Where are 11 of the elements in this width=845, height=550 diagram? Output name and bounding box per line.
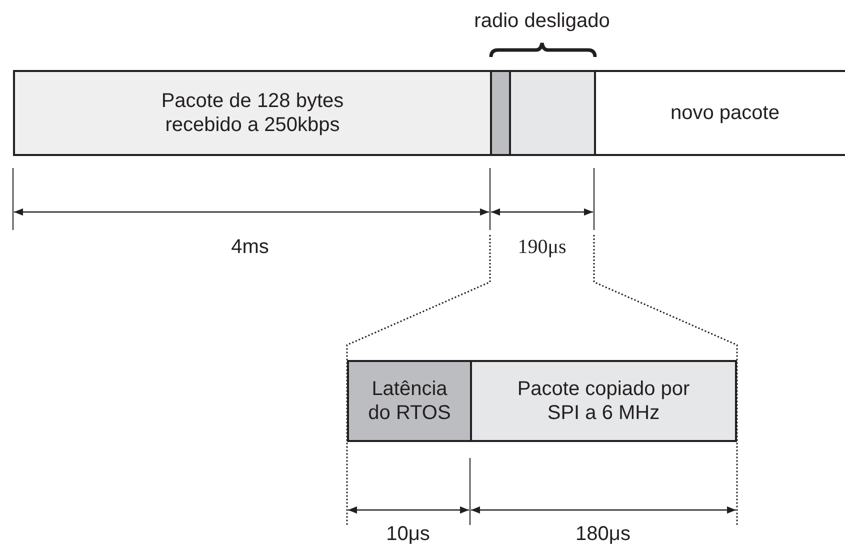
copy-segment: Pacote copiado por SPI a 6 MHz	[470, 360, 737, 442]
latency-segment	[490, 70, 511, 156]
packet-segment: Pacote de 128 bytes recebido a 250kbps	[13, 70, 492, 156]
latency-segment: Latência do RTOS	[347, 360, 472, 442]
dimension-label: 10μs	[386, 523, 430, 546]
copy-segment	[509, 70, 596, 156]
dimension-label: 4ms	[231, 236, 269, 259]
dimension-label: 190μs	[518, 236, 566, 259]
packet-segment: novo pacote	[594, 70, 845, 156]
dimension-label: 180μs	[576, 523, 630, 546]
brace-label: radio desligado	[474, 10, 610, 33]
